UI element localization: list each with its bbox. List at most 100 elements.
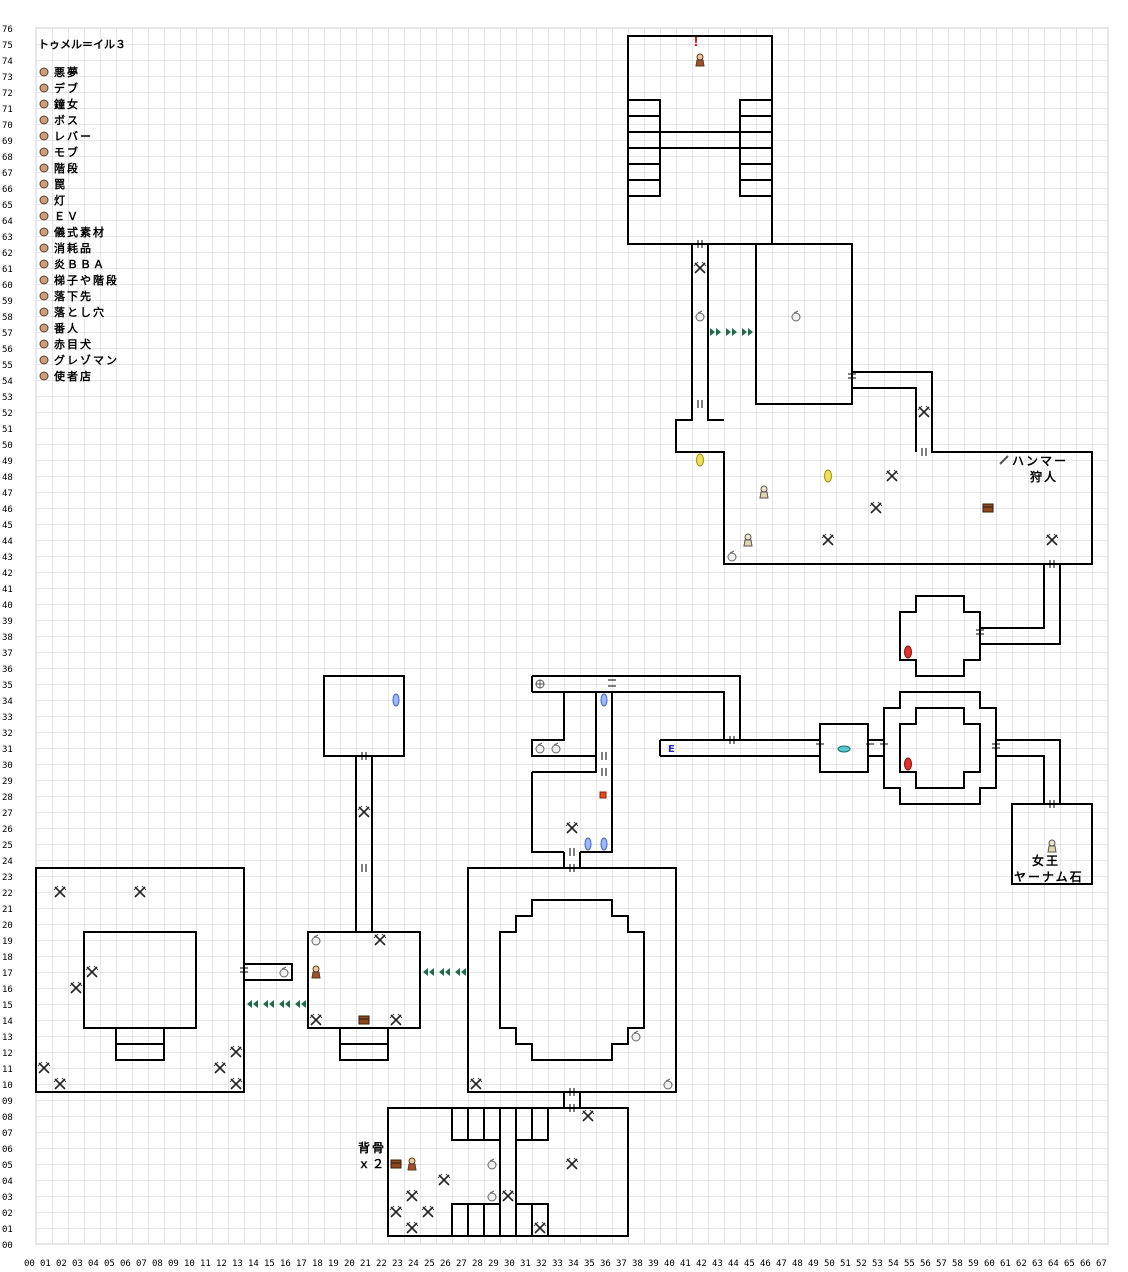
messenger-shop-icon [535, 679, 545, 689]
fire-hag-icon [39, 259, 49, 269]
legend-item: 梯子や階段 [39, 273, 119, 287]
x-tick-label: 01 [40, 1259, 51, 1269]
ladder-stairs-icon [392, 693, 400, 707]
legend-item: 使者店 [39, 369, 91, 383]
upper-room [755, 243, 853, 405]
ritual-material-icon [39, 227, 49, 237]
legend-label: 番人 [53, 321, 80, 335]
y-tick-label: 05 [2, 1161, 13, 1171]
x-tick-label: 12 [216, 1259, 227, 1269]
hammer-label-1: ハンマー [1012, 454, 1068, 468]
lamp-icon [837, 745, 851, 753]
hammer-label-2: 狩人 [1030, 469, 1058, 484]
x-tick-label: 43 [712, 1259, 723, 1269]
y-tick-label: 40 [2, 601, 13, 611]
x-tick-label: 13 [232, 1259, 243, 1269]
y-tick-label: 70 [2, 121, 13, 131]
ladder-stairs-icon [600, 837, 608, 851]
legend-label: グレゾマン [54, 353, 119, 367]
map-grid [35, 27, 1109, 1245]
x-tick-label: 37 [616, 1259, 627, 1269]
x-tick-label: 16 [280, 1259, 291, 1269]
x-tick-label: 03 [72, 1259, 83, 1269]
y-tick-label: 46 [2, 505, 13, 515]
x-tick-label: 31 [520, 1259, 531, 1269]
lamp-room [819, 723, 869, 773]
y-tick-label: 16 [2, 985, 13, 995]
y-tick-label: 39 [2, 617, 13, 627]
map-icons: ! E [37, 35, 1059, 1234]
y-tick-label: 49 [2, 457, 13, 467]
legend-label: 儀式素材 [53, 225, 106, 239]
pitfall-icon [39, 307, 49, 317]
y-tick-label: 62 [2, 249, 13, 259]
legend-item: 悪夢 [39, 65, 80, 79]
gremlin-icon [39, 355, 49, 365]
y-tick-label: 06 [2, 1145, 13, 1155]
trap-icon [599, 791, 607, 799]
chest-icon [390, 1159, 402, 1169]
legend-label: 灯 [54, 193, 67, 207]
lever-icon [39, 131, 49, 141]
x-tick-label: 62 [1016, 1259, 1027, 1269]
y-tick-label: 64 [2, 217, 13, 227]
legend-item: 儀式素材 [39, 225, 106, 239]
queen-label-1: 女王 [1032, 853, 1060, 868]
tower-step [739, 179, 773, 197]
x-tick-label: 54 [888, 1259, 899, 1269]
y-tick-label: 47 [2, 489, 13, 499]
legend-label: デブ [54, 81, 80, 95]
x-tick-label: 59 [968, 1259, 979, 1269]
map-walls [35, 35, 1093, 1237]
legend-item: 赤目犬 [39, 337, 91, 351]
guard-icon [39, 323, 49, 333]
x-tick-label: 47 [776, 1259, 787, 1269]
y-tick-label: 35 [2, 681, 13, 691]
trap-icon [39, 179, 49, 189]
x-tick-label: 20 [344, 1259, 355, 1269]
y-tick-label: 73 [2, 73, 13, 83]
y-tick-label: 56 [2, 345, 13, 355]
x-tick-label: 57 [936, 1259, 947, 1269]
y-tick-label: 74 [2, 57, 13, 67]
y-tick-label: 11 [2, 1065, 13, 1075]
gremlin-icon [743, 533, 753, 547]
y-tick-label: 75 [2, 41, 13, 51]
y-tick-label: 63 [2, 233, 13, 243]
y-tick-label: 04 [2, 1177, 13, 1187]
y-tick-label: 65 [2, 201, 13, 211]
x-tick-label: 18 [312, 1259, 323, 1269]
y-tick-label: 03 [2, 1193, 13, 1203]
fat-enemy-icon [311, 965, 321, 979]
y-tick-label: 07 [2, 1129, 13, 1139]
x-tick-label: 42 [696, 1259, 707, 1269]
x-tick-label: 11 [200, 1259, 211, 1269]
legend-item: レバー [39, 130, 91, 143]
legend-label: 落下先 [54, 289, 93, 303]
legend-label: 悪夢 [54, 65, 80, 79]
y-tick-label: 66 [2, 185, 13, 195]
y-tick-label: 22 [2, 889, 13, 899]
chest-icon [39, 67, 49, 77]
tower-step [627, 115, 661, 133]
x-tick-label: 05 [104, 1259, 115, 1269]
drop-destination-icon [39, 291, 49, 301]
x-tick-label: 26 [440, 1259, 451, 1269]
legend-label: 梯子や階段 [54, 273, 119, 287]
tower-step [739, 115, 773, 133]
legend-item: 階段 [39, 161, 78, 175]
legend-label: 落とし穴 [54, 305, 106, 319]
legend-item: 落下先 [39, 289, 93, 303]
bottom-room [387, 1107, 629, 1237]
y-tick-label: 36 [2, 665, 13, 675]
x-tick-label: 33 [552, 1259, 563, 1269]
legend-item: モブ [39, 145, 78, 159]
legend-item: 落とし穴 [39, 305, 106, 319]
y-tick-label: 25 [2, 841, 13, 851]
x-tick-label: 38 [632, 1259, 643, 1269]
legend-item: グレゾマン [39, 353, 119, 367]
y-tick-label: 29 [2, 777, 13, 787]
x-tick-label: 02 [56, 1259, 67, 1269]
x-tick-label: 04 [88, 1259, 99, 1269]
mob-swords-icon [39, 147, 49, 157]
